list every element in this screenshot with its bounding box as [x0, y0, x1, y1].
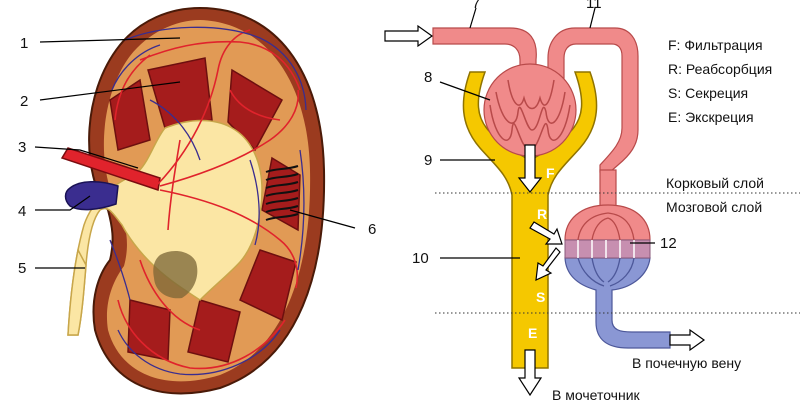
outflow-arrow-icon — [669, 328, 706, 352]
callout-12: 12 — [660, 235, 677, 252]
filtration-arrow-icon — [517, 144, 543, 193]
inflow-arrow-icon — [384, 24, 434, 48]
excretion-arrow-icon — [517, 349, 543, 397]
process-legend: F: Фильтрация R: Реабсорбция S: Секреция… — [668, 37, 772, 125]
flow-letter-r: R — [537, 206, 547, 222]
callout-1: 1 — [20, 35, 28, 52]
venous-network — [109, 26, 307, 376]
nephron-leaders — [439, 7, 655, 259]
callout-9: 9 — [424, 152, 432, 169]
glomerulus — [483, 63, 577, 157]
callout-5: 5 — [18, 260, 26, 277]
secretion-arrow-icon — [535, 247, 561, 281]
renal-pelvis — [67, 119, 263, 336]
renal-sinus — [153, 250, 198, 299]
legend-excretion: E: Экскреция — [668, 109, 754, 125]
ureter — [67, 247, 87, 336]
nephron-bundle — [265, 165, 299, 221]
zone-medulla-label: Мозговой слой — [666, 199, 762, 215]
kidney-callouts: 1 2 3 4 5 6 — [18, 35, 376, 277]
arterial-network — [114, 29, 301, 370]
callout-3: 3 — [18, 139, 26, 156]
pyramid — [147, 57, 213, 129]
nephron-schematic: F R S E 7 11 8 9 10 12 F: Фильтрация R: … — [384, 0, 800, 403]
legend-filtration: F: Фильтрация — [668, 37, 763, 53]
callout-4: 4 — [18, 203, 26, 220]
kidney-section — [60, 6, 326, 395]
flow-arrows — [384, 24, 706, 397]
legend-secretion: S: Секреция — [668, 85, 748, 101]
output-ureter-label: В мочеточник — [552, 387, 641, 403]
legend-reabsorption: R: Реабсорбция — [668, 61, 772, 77]
pyramid — [127, 299, 171, 361]
callout-6: 6 — [368, 221, 376, 238]
renal-vein — [64, 181, 119, 211]
renal-artery — [60, 147, 161, 191]
flow-letter-f: F — [546, 165, 555, 181]
pyramid — [187, 299, 241, 363]
renal-pyramids — [109, 57, 301, 363]
output-vein-label: В почечную вену — [632, 355, 741, 371]
capillary-bed — [564, 204, 671, 349]
callout-8: 8 — [424, 69, 432, 86]
callout-2: 2 — [20, 93, 28, 110]
callout-11: 11 — [586, 0, 602, 12]
flow-letter-e: E — [528, 325, 537, 341]
kidney-leaders — [34, 37, 356, 269]
pyramid — [239, 249, 297, 322]
flow-letter-s: S — [536, 289, 545, 305]
reabsorption-arrow-icon — [529, 221, 563, 245]
callout-7: 7 — [472, 0, 480, 12]
callout-10: 10 — [412, 250, 429, 267]
zone-cortex-label: Корковый слой — [666, 175, 764, 191]
